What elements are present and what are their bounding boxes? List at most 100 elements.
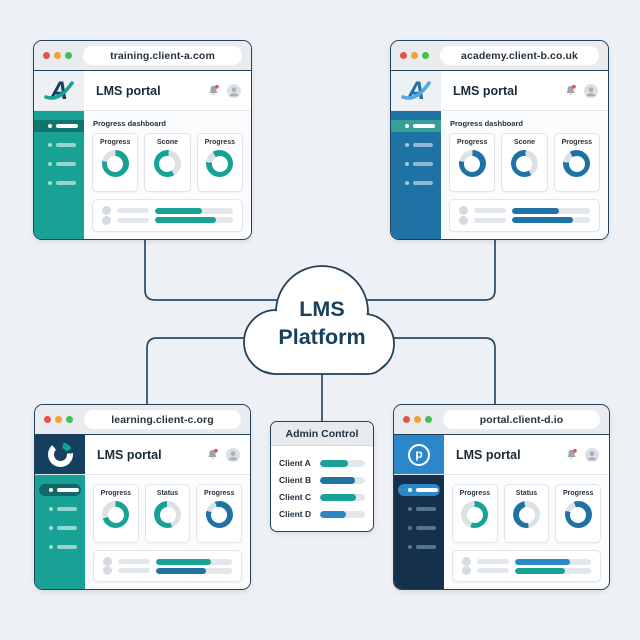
traffic-light-minimize[interactable] [414,416,421,423]
client-d-logo: p [394,435,444,474]
row-progress-track [155,217,233,224]
sidebar-item[interactable] [397,177,435,189]
traffic-light-zoom[interactable] [66,416,73,423]
user-avatar-icon[interactable] [584,83,598,98]
connector-client-c [146,337,322,404]
sidebar-item[interactable] [400,541,438,553]
admin-client-row: Client D [279,509,365,519]
sidebar-item[interactable] [40,158,78,170]
admin-client-label: Client A [279,458,311,468]
admin-client-label: Client C [279,492,312,502]
connector-client-d [322,337,496,404]
header-icons [207,71,251,110]
traffic-light-minimize[interactable] [55,416,62,423]
nav-label-bar [57,545,77,549]
stat-card: Progress [553,133,600,192]
nav-label-bar [416,488,438,492]
bullet-dot-icon [48,143,52,147]
sidebar-item[interactable] [400,522,438,534]
sidebar-item[interactable] [41,522,79,534]
sidebar-nav [35,475,85,589]
bullet-dot-icon [405,143,409,147]
sidebar-item[interactable] [397,139,435,151]
traffic-light-zoom[interactable] [65,52,72,59]
admin-client-list: Client A Client B Client C Client D [271,446,373,531]
sidebar-item[interactable] [40,139,78,151]
url-bar[interactable]: portal.client-d.io [443,410,600,429]
stat-card-title: Status [515,490,538,497]
dashboard-content: Progress Status Progress [85,475,250,589]
notification-bell-icon[interactable] [565,448,578,461]
user-avatar-icon[interactable] [227,83,241,98]
row-avatar [462,557,471,566]
sidebar-item-active[interactable] [34,120,84,132]
traffic-light-zoom[interactable] [425,416,432,423]
stat-card-title: Progress [204,139,235,146]
list-row [103,557,232,566]
row-progress-track [512,217,590,224]
donut-chart [461,501,489,528]
admin-progress-track [320,510,365,518]
notification-bell-icon[interactable] [207,84,220,97]
row-text-bar [474,217,506,223]
user-avatar-icon[interactable] [226,447,240,462]
donut-chart [154,501,181,528]
traffic-light-close[interactable] [43,52,50,59]
notification-bell-icon[interactable] [206,448,219,461]
donut-chart [513,501,540,528]
traffic-light-minimize[interactable] [411,52,418,59]
dashboard-heading: Progress dashboard [450,119,523,128]
app-header: LMS portal [35,435,250,475]
stat-card: Progress [93,484,139,543]
traffic-light-close[interactable] [400,52,407,59]
row-text-bar [118,568,150,573]
sidebar-nav [391,111,441,239]
sidebar-item-active[interactable] [39,484,81,496]
row-text-bar [117,217,149,223]
row-progress-track [155,207,233,214]
notification-bell-icon[interactable] [564,84,577,97]
row-progress-fill [512,207,559,214]
sidebar-item[interactable] [41,503,79,515]
admin-progress-fill [320,476,356,484]
header-icons [565,435,609,474]
traffic-light-close[interactable] [44,416,51,423]
row-avatar [103,566,112,575]
traffic-light-minimize[interactable] [54,52,61,59]
dashboard-content: Progress dashboard Progress Scone Progre… [84,111,251,239]
user-avatar-icon[interactable] [585,447,599,462]
stat-card-title: Progress [561,139,592,146]
bullet-dot-icon [49,507,53,511]
sidebar-item[interactable] [400,503,438,515]
url-bar[interactable]: learning.client-c.org [84,410,241,429]
url-bar[interactable]: academy.client-b.co.uk [440,46,599,65]
url-bar[interactable]: training.client-a.com [83,46,242,65]
row-text-bar [118,559,150,564]
cloud-title-line1: LMS [299,297,344,321]
traffic-light-zoom[interactable] [422,52,429,59]
stat-cards: Progress Scone Progress [449,133,600,192]
client-a-logo: A [34,71,84,110]
row-progress-fill [156,558,211,565]
row-progress-fill [156,567,207,574]
bullet-dot-icon [405,124,409,128]
sidebar-item[interactable] [40,177,78,189]
nav-label-bar [56,181,76,185]
sidebar-item[interactable] [397,158,435,170]
stat-cards: Progress Status Progress [93,484,243,543]
sidebar-item-active[interactable] [391,120,441,132]
browser-window-client-d: portal.client-d.io p LMS portal [393,404,610,590]
app-header: A LMS portal [34,71,251,111]
list-row [462,557,591,566]
admin-client-row: Client B [279,475,365,485]
traffic-light-close[interactable] [403,416,410,423]
stat-card-title: Progress [204,490,235,497]
admin-client-label: Client B [279,475,312,485]
row-avatar [103,557,112,566]
client-c-logo [35,435,85,474]
connector-client-b [322,238,496,301]
stat-card: Progress [555,484,602,543]
sidebar-item-active[interactable] [398,484,440,496]
app-title: LMS portal [96,83,161,98]
sidebar-item[interactable] [41,541,79,553]
